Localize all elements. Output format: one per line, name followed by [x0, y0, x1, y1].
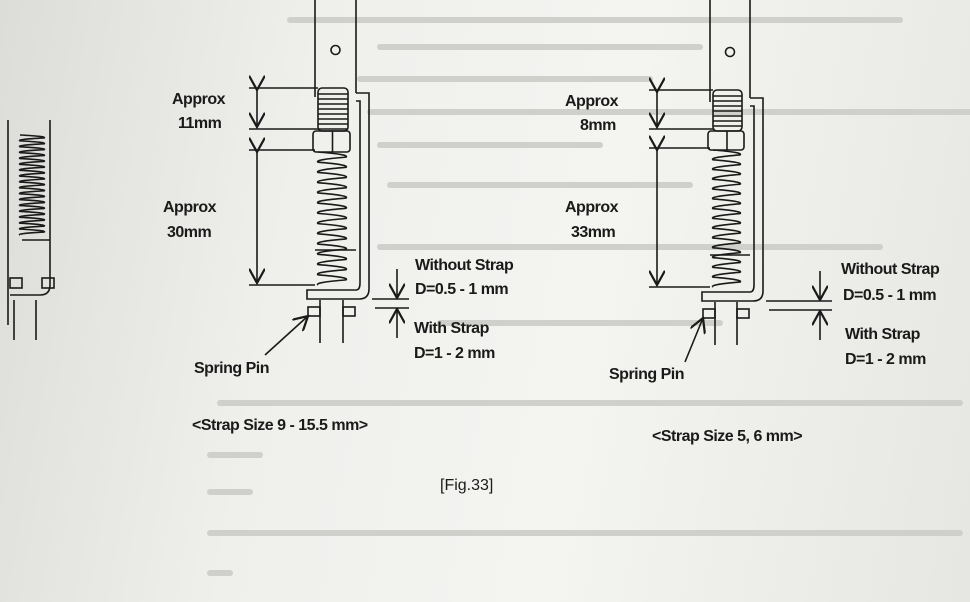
mounting-hole-icon [330, 44, 341, 56]
left-without-strap-label: Without Strap [415, 257, 514, 274]
hex-nut [707, 130, 745, 151]
left-strap-size: <Strap Size 9 - 15.5 mm> [192, 417, 368, 434]
right-with-strap-value: D=1 - 2 mm [845, 351, 926, 368]
l-bracket [306, 92, 370, 300]
spring-icon [711, 149, 742, 288]
right-spring-pin-label: Spring Pin [609, 366, 684, 383]
figure-caption: [Fig.33] [440, 477, 493, 494]
spring-pin-pointer [264, 316, 308, 356]
spring-icon [18, 134, 46, 236]
spring-icon [316, 151, 348, 286]
left-top-dim-value: 11mm [178, 115, 222, 132]
extension-lines [249, 87, 318, 286]
spring-pin [342, 306, 356, 317]
left-assembly [249, 0, 409, 356]
mounting-hole-icon [724, 46, 736, 58]
right-assembly [649, 0, 832, 363]
left-spring-dim-label: Approx [163, 199, 217, 216]
left-spring-pin-label: Spring Pin [194, 360, 269, 377]
right-top-dim-value: 8mm [580, 117, 616, 134]
spring-pin [736, 308, 750, 319]
left-without-strap-value: D=0.5 - 1 mm [415, 281, 508, 298]
right-top-dim-label: Approx [565, 93, 619, 110]
mounting-plate [314, 0, 357, 97]
spring-pin [307, 306, 321, 317]
left-spring-dim-value: 30mm [167, 224, 212, 241]
right-spring-dim-value: 33mm [571, 224, 616, 241]
left-with-strap-value: D=1 - 2 mm [414, 345, 495, 362]
right-with-strap-label: With Strap [845, 326, 921, 343]
spring-pin-pointer [684, 318, 703, 363]
right-without-strap-label: Without Strap [841, 261, 940, 278]
spring-pin [702, 308, 716, 319]
hex-nut [312, 130, 351, 153]
right-strap-size: <Strap Size 5, 6 mm> [652, 428, 802, 445]
clearance-lines [766, 300, 832, 311]
left-with-strap-label: With Strap [414, 320, 490, 337]
l-bracket [701, 97, 764, 302]
partial-spring-assembly [7, 120, 55, 340]
clearance-lines [372, 298, 409, 309]
extension-lines [649, 89, 713, 288]
right-without-strap-value: D=0.5 - 1 mm [843, 287, 936, 304]
left-top-dim-label: Approx [172, 91, 226, 108]
show-through-text [207, 17, 970, 576]
shaft [319, 300, 344, 343]
right-spring-dim-label: Approx [565, 199, 619, 216]
mounting-plate [709, 0, 751, 102]
